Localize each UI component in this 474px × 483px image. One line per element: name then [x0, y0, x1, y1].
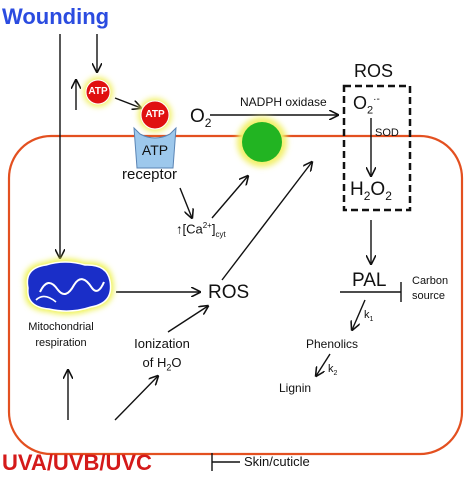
superoxide-symbol: O: [353, 93, 368, 113]
calcium-close: ]: [211, 221, 216, 237]
ionization-to-ros-arrow: [167, 306, 208, 333]
lignin-label: Lignin: [279, 381, 312, 395]
k2-subscript: 2: [333, 370, 338, 378]
carbon-label: Carbon: [412, 275, 449, 287]
calcium-subscript: cyt: [215, 229, 226, 239]
ionization-suffix: O: [171, 355, 182, 370]
superoxide-label: O2·-: [353, 94, 380, 117]
superoxide-subscript: 2: [367, 104, 374, 117]
uv-label: UVA/UVB/UVC: [2, 450, 152, 475]
receptor-to-calcium-arrow: [179, 187, 192, 218]
atp-release-arrow: [114, 97, 141, 108]
atp-molecule-small: [85, 79, 111, 105]
ros-to-membrane-arrow: [221, 162, 312, 281]
ros-top-label: ROS: [354, 61, 394, 81]
pal-label: PAL: [352, 270, 387, 291]
h2o2-h: H: [350, 179, 364, 200]
superoxide-superscript: ·-: [373, 94, 380, 105]
calcium-superscript: 2+: [202, 221, 212, 230]
receptor-label: receptor: [122, 166, 178, 183]
h2o2-sub-2: 2: [385, 188, 392, 203]
mitochondrial-label: Mitochondrial: [28, 321, 94, 333]
mitochondria-icon: [24, 258, 114, 315]
uv-to-ionization-arrow: [114, 376, 158, 421]
respiration-label: respiration: [35, 337, 87, 349]
calcium-open: [Ca: [182, 221, 203, 237]
atp-molecule-big: [140, 100, 170, 130]
h2o2-o: O: [370, 179, 386, 200]
atp-receptor-shape: [133, 126, 177, 169]
k2-symbol: k: [328, 363, 334, 375]
wounding-label: Wounding: [2, 4, 110, 29]
oxygen-subscript: 2: [204, 115, 212, 130]
ionization-subscript: 2: [166, 362, 172, 373]
green-organelle: [242, 122, 282, 162]
oxygen-symbol: O: [190, 106, 205, 127]
ros-middle-label: ROS: [208, 282, 250, 303]
phenolics-to-lignin-arrow: [316, 353, 331, 376]
k1-symbol: k: [364, 309, 370, 321]
pal-to-phenolics-arrow: [352, 299, 366, 330]
calcium-up-icon: ↑: [176, 221, 183, 237]
sod-label: SOD: [375, 127, 399, 139]
k2-label: k2: [328, 363, 338, 378]
nadph-oxidase-label: NADPH oxidase: [240, 95, 327, 109]
oxygen-label: O2: [190, 107, 211, 129]
source-label: source: [412, 290, 446, 302]
atp-small-label: ATP: [88, 86, 108, 97]
atp-big-label: ATP: [145, 109, 165, 120]
h2o2-sub-1: 2: [363, 188, 371, 203]
skin-cuticle-label: Skin/cuticle: [244, 454, 310, 469]
calcium-to-organelle-arrow: [211, 176, 248, 219]
h2o2-label: H2O2: [350, 180, 392, 202]
cell-membrane: [7, 134, 464, 456]
ionization-label: Ionization: [134, 336, 190, 351]
ionization-h2o-label: of H2O: [122, 356, 202, 373]
ionization-prefix: of H: [142, 355, 167, 370]
phenolics-label: Phenolics: [306, 337, 359, 351]
receptor-atp-label: ATP: [141, 142, 169, 158]
k1-label: k1: [364, 309, 374, 324]
calcium-label: ↑[Ca2+]cyt: [176, 222, 226, 239]
k1-subscript: 1: [369, 316, 374, 324]
ros-dashed-box: [342, 84, 412, 212]
